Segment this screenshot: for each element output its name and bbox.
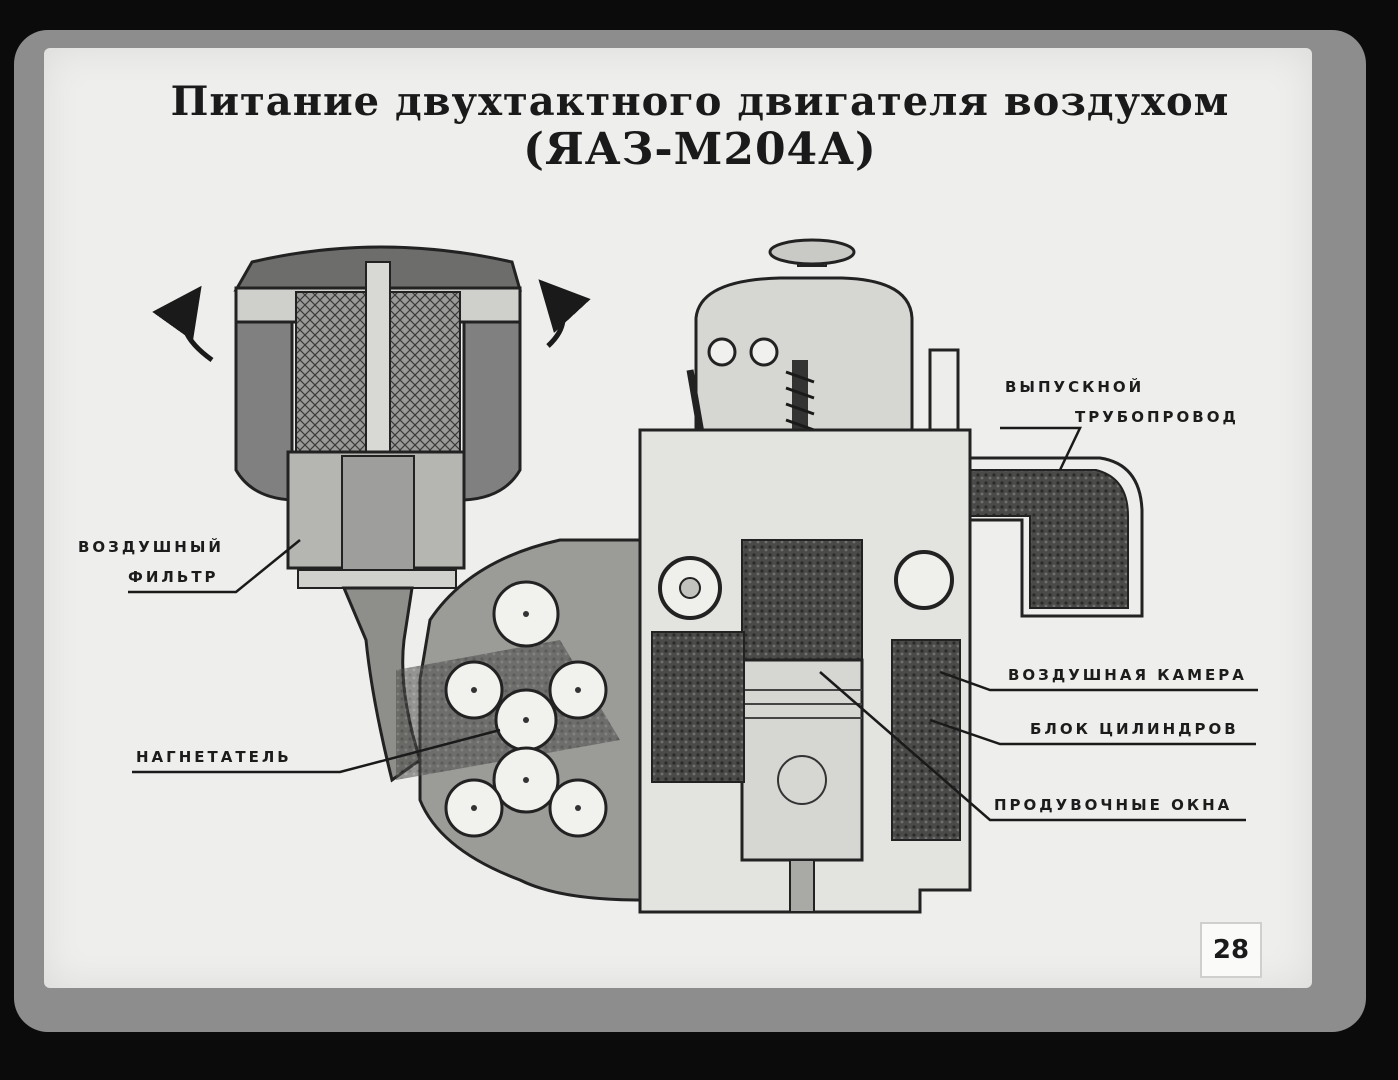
- label-scavenge-ports: ПРОДУВОЧНЫЕ ОКНА: [994, 796, 1233, 814]
- slide-subtitle: (ЯАЗ-М204А): [523, 124, 877, 175]
- label-cylinder-block: БЛОК ЦИЛИНДРОВ: [1030, 720, 1239, 738]
- slide-title: Питание двухтактного двигателя воздухом: [170, 78, 1230, 125]
- cylinder-block: [638, 428, 972, 914]
- leader-lines: [128, 426, 1258, 822]
- airflow-arrow-icon: [152, 279, 591, 363]
- label-air-chamber: ВОЗДУШНАЯ КАМЕРА: [1008, 666, 1247, 684]
- label-air-filter-line2: ФИЛЬТР: [128, 568, 219, 586]
- air-filter: [233, 245, 522, 783]
- label-exhaust-line2: ТРУБОПРОВОД: [1075, 408, 1239, 426]
- label-exhaust-line1: ВЫПУСКНОЙ: [1005, 378, 1145, 396]
- roots-blower: [396, 538, 642, 902]
- page-number: 28: [1200, 922, 1262, 978]
- label-blower: НАГНЕТАТЕЛЬ: [136, 748, 292, 766]
- label-air-filter-line1: ВОЗДУШНЫЙ: [78, 538, 224, 556]
